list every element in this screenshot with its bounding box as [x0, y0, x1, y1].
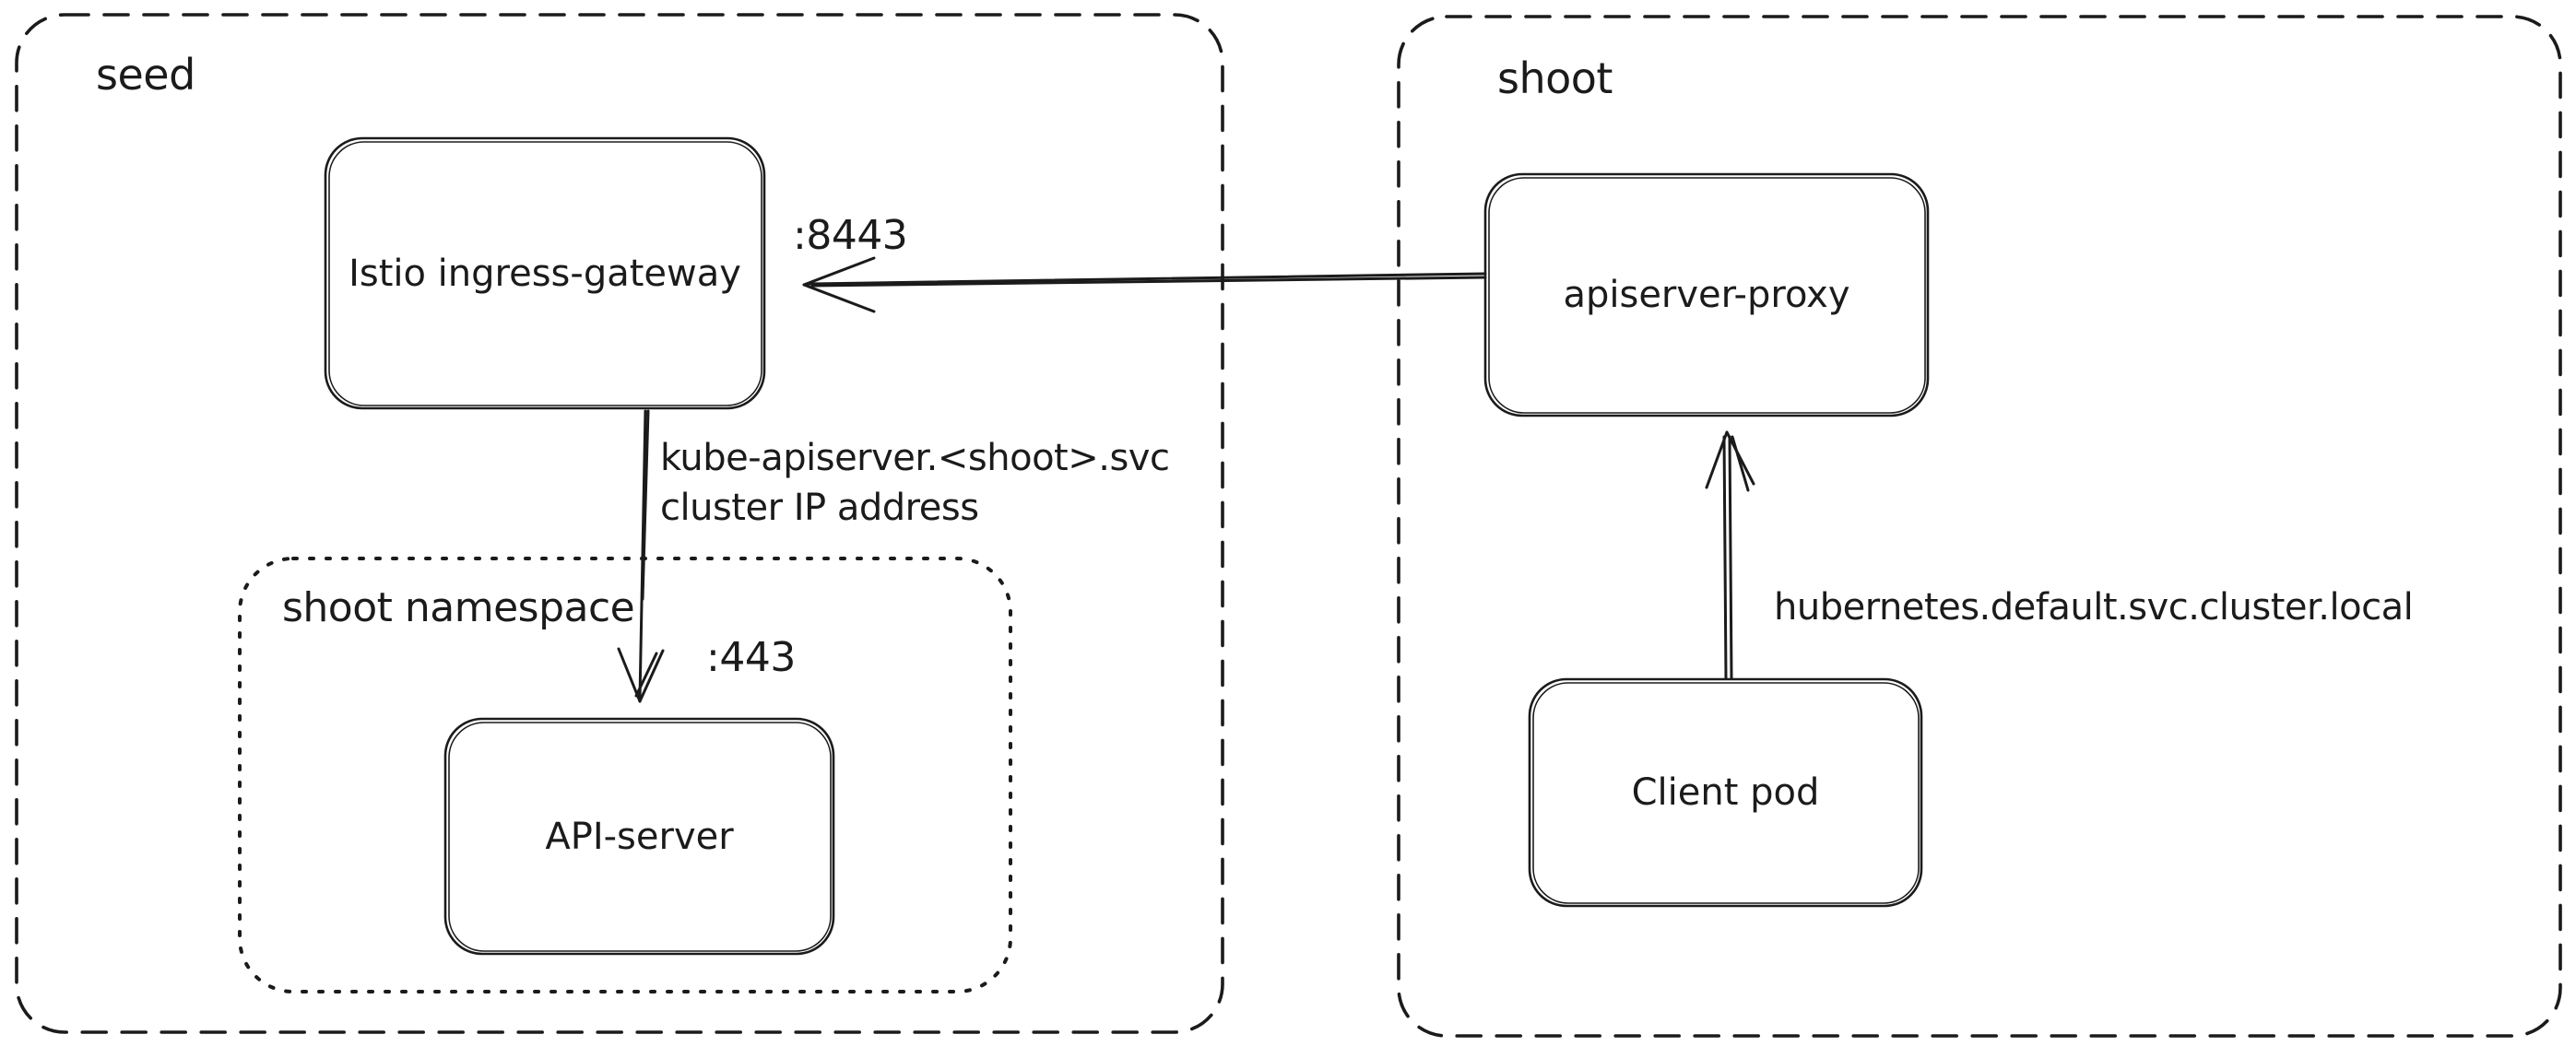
shoot-namespace-label: shoot namespace: [282, 584, 635, 631]
kube-apiserver-service-label-line1: kube-apiserver.<shoot>.svc: [660, 437, 1170, 479]
shoot-container-border: [1397, 15, 2562, 1038]
seed-container-label: seed: [96, 50, 195, 100]
seed-container-border: [15, 13, 1224, 1034]
apiserver-proxy-label: apiserver-proxy: [1563, 274, 1850, 316]
cluster-dns-label: hubernetes.default.svc.cluster.local: [1774, 586, 2414, 629]
port-443-label: :443: [706, 634, 796, 681]
api-server-label: API-server: [545, 815, 734, 858]
kube-apiserver-service-label-line2: cluster IP address: [660, 487, 979, 529]
arrow-istio-to-api-server: [617, 409, 665, 703]
istio-ingress-gateway-node: [324, 136, 766, 410]
port-8443-label: :8443: [793, 212, 908, 259]
api-server-node: [443, 717, 835, 956]
arrow-client-to-proxy: [1705, 430, 1755, 680]
kube-apiserver-service-label: kube-apiserver.<shoot>.svc cluster IP ad…: [660, 433, 1170, 533]
arrow-proxy-to-istio: [802, 256, 1487, 313]
apiserver-proxy-node: [1483, 172, 1930, 417]
shoot-namespace-border: [238, 557, 1012, 993]
shoot-container-label: shoot: [1497, 53, 1613, 103]
client-pod-label: Client pod: [1631, 771, 1820, 814]
istio-ingress-gateway-label: Istio ingress-gateway: [349, 252, 741, 295]
